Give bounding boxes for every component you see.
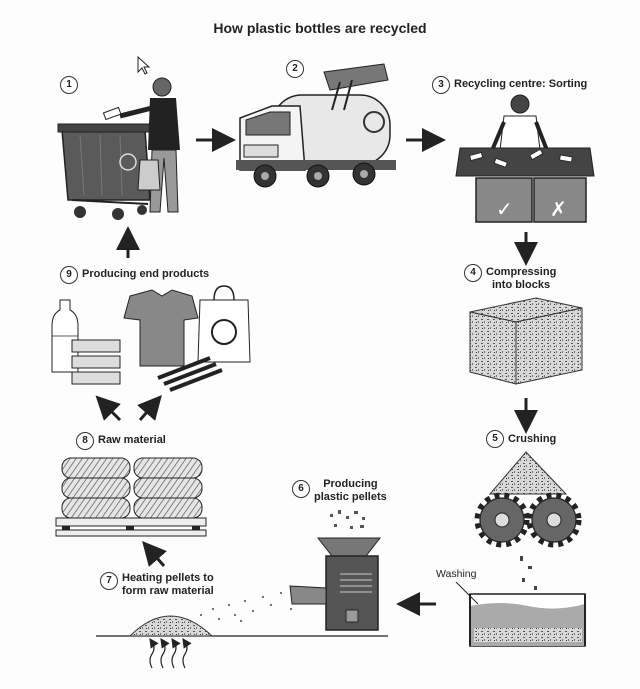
- crusher: [474, 451, 582, 603]
- step-9-number: 9: [60, 266, 78, 284]
- step-3-number: 3: [432, 76, 450, 94]
- step-8-label: Raw material: [98, 434, 166, 446]
- step-8-number: 8: [76, 432, 94, 450]
- end-products: [51, 285, 251, 392]
- step-9-label: Producing end products: [82, 268, 210, 280]
- recycle-icon: [211, 319, 237, 345]
- arrow-icon: [142, 540, 167, 567]
- step-6-number: 6: [292, 480, 310, 498]
- pellet-stream: [200, 592, 292, 622]
- step-5-label: Crushing: [508, 433, 557, 445]
- heated-pellet-pile: [128, 615, 214, 637]
- recycle-icon: [119, 153, 137, 171]
- compressed-block: [469, 297, 583, 385]
- washing-tank: [455, 581, 586, 647]
- step-1-number: 1: [60, 76, 78, 94]
- arrow-icon: [137, 394, 162, 421]
- diagram-title: How plastic bottles are recycled: [213, 20, 427, 36]
- raw-material-rolls: [55, 457, 207, 537]
- reject-mark: ✗: [550, 197, 567, 221]
- heat-icon: [149, 638, 192, 669]
- step-3-label: Recycling centre: Sorting: [454, 78, 588, 90]
- step-4-number: 4: [464, 264, 482, 282]
- person-recycling: [102, 77, 180, 213]
- arrow-icon: [95, 395, 122, 422]
- step-6-label: Producing plastic pellets: [314, 478, 387, 503]
- step-2-number: 2: [286, 60, 304, 78]
- step-7-label: Heating pellets to form raw material: [122, 572, 214, 597]
- washing-label: Washing: [436, 568, 477, 580]
- step-7-number: 7: [100, 572, 118, 590]
- cursor-icon: [137, 55, 151, 75]
- wheelie-bin: [57, 123, 153, 220]
- pellet-machine: [289, 510, 382, 631]
- accept-mark: ✓: [496, 197, 513, 221]
- step-5-number: 5: [486, 430, 504, 448]
- step-4-label: Compressing into blocks: [486, 266, 557, 291]
- recycling-truck: [236, 63, 396, 188]
- sorting-station: ✓ ✗: [455, 94, 595, 223]
- recycle-icon: [363, 111, 385, 133]
